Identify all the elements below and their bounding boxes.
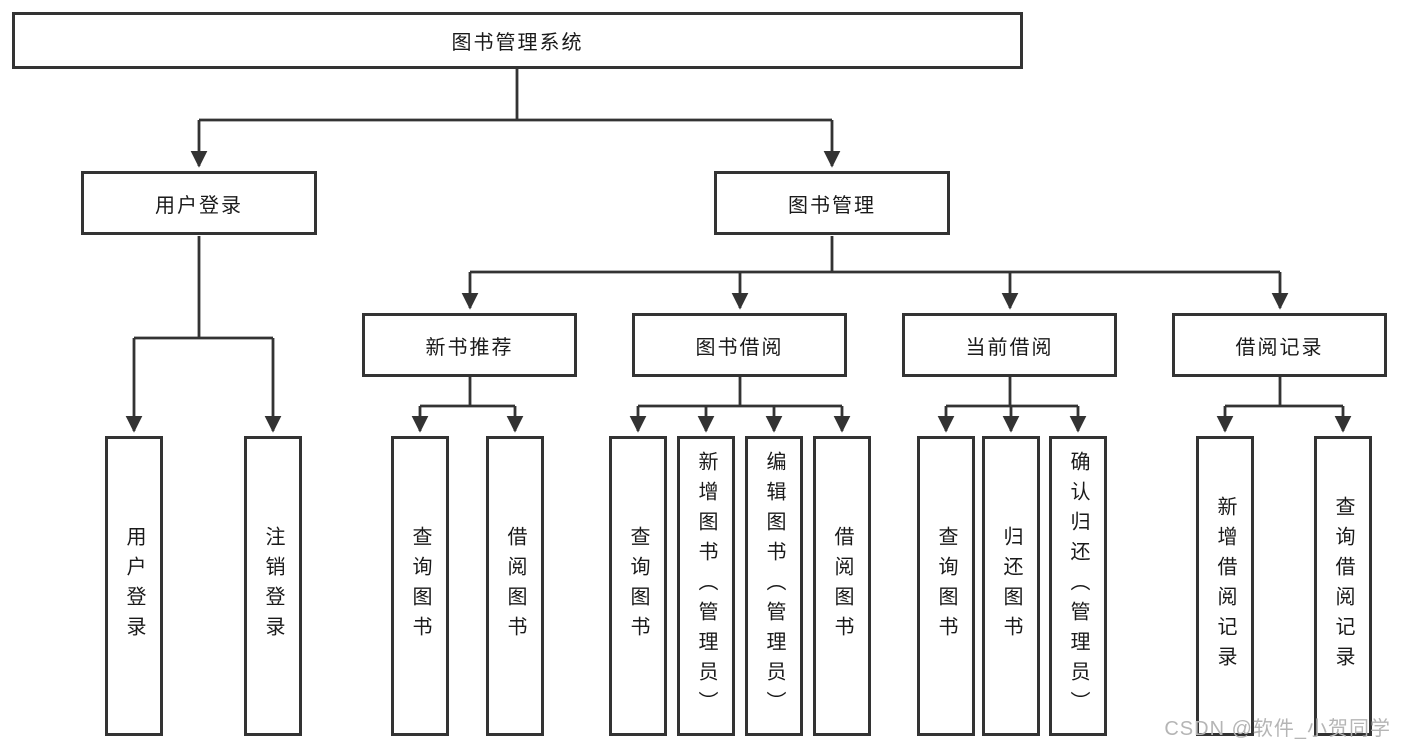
leaf-add-borrow-record: 新增借阅记录 [1196, 436, 1254, 736]
connector-new-book-trunk [420, 377, 515, 408]
leaf-return-books-label: 归还图书 [1000, 526, 1022, 646]
leaf-borrow-books-1: 借阅图书 [486, 436, 544, 736]
node-new-book-recommend: 新书推荐 [362, 313, 577, 377]
node-book-borrow-label: 图书借阅 [695, 336, 784, 359]
leaf-query-books-2: 查询图书 [609, 436, 667, 736]
leaf-add-books-admin: 新增图书（管理员） [677, 436, 735, 736]
node-current-borrow: 当前借阅 [902, 313, 1117, 377]
leaf-add-borrow-record-label: 新增借阅记录 [1214, 496, 1236, 676]
node-book-borrow: 图书借阅 [632, 313, 847, 377]
leaf-user-login-label: 用户登录 [123, 526, 145, 646]
connector-root-trunk [199, 69, 832, 122]
leaf-query-books-3-label: 查询图书 [935, 526, 957, 646]
node-root-label: 图书管理系统 [451, 32, 584, 54]
node-new-book-recommend-label: 新书推荐 [425, 336, 514, 359]
node-user-login: 用户登录 [81, 171, 317, 235]
leaf-logout: 注销登录 [244, 436, 302, 736]
leaf-confirm-return-admin-label: 确认归还（管理员） [1067, 451, 1089, 721]
leaf-user-login: 用户登录 [105, 436, 163, 736]
leaf-borrow-books-1-label: 借阅图书 [504, 526, 526, 646]
leaf-confirm-return-admin: 确认归还（管理员） [1049, 436, 1107, 736]
node-borrow-records: 借阅记录 [1172, 313, 1387, 377]
leaf-edit-books-admin: 编辑图书（管理员） [745, 436, 803, 736]
leaf-query-books-1: 查询图书 [391, 436, 449, 736]
leaf-edit-books-admin-label: 编辑图书（管理员） [763, 451, 785, 721]
connector-book-borrow-trunk [638, 377, 842, 408]
node-book-management-label: 图书管理 [788, 194, 876, 217]
leaf-query-books-2-label: 查询图书 [627, 526, 649, 646]
leaf-add-books-admin-label: 新增图书（管理员） [695, 451, 717, 721]
leaf-query-borrow-record-label: 查询借阅记录 [1332, 496, 1354, 676]
leaf-borrow-books-2-label: 借阅图书 [831, 526, 853, 646]
leaf-query-borrow-record: 查询借阅记录 [1314, 436, 1372, 736]
connector-user-login-trunk [134, 236, 273, 340]
node-root: 图书管理系统 [12, 12, 1023, 69]
leaf-return-books: 归还图书 [982, 436, 1040, 736]
leaf-query-books-1-label: 查询图书 [409, 526, 431, 646]
leaf-logout-label: 注销登录 [262, 526, 284, 646]
node-book-management: 图书管理 [714, 171, 950, 235]
node-current-borrow-label: 当前借阅 [965, 336, 1054, 359]
leaf-query-books-3: 查询图书 [917, 436, 975, 736]
node-borrow-records-label: 借阅记录 [1235, 336, 1324, 359]
leaf-borrow-books-2: 借阅图书 [813, 436, 871, 736]
connector-book-mgmt-trunk [470, 236, 1280, 274]
node-user-login-label: 用户登录 [155, 194, 243, 217]
connector-borrow-records-trunk [1225, 377, 1343, 408]
connector-current-borrow-trunk [946, 377, 1078, 408]
csdn-watermark: CSDN @软件_小贺同学 [1164, 718, 1391, 740]
